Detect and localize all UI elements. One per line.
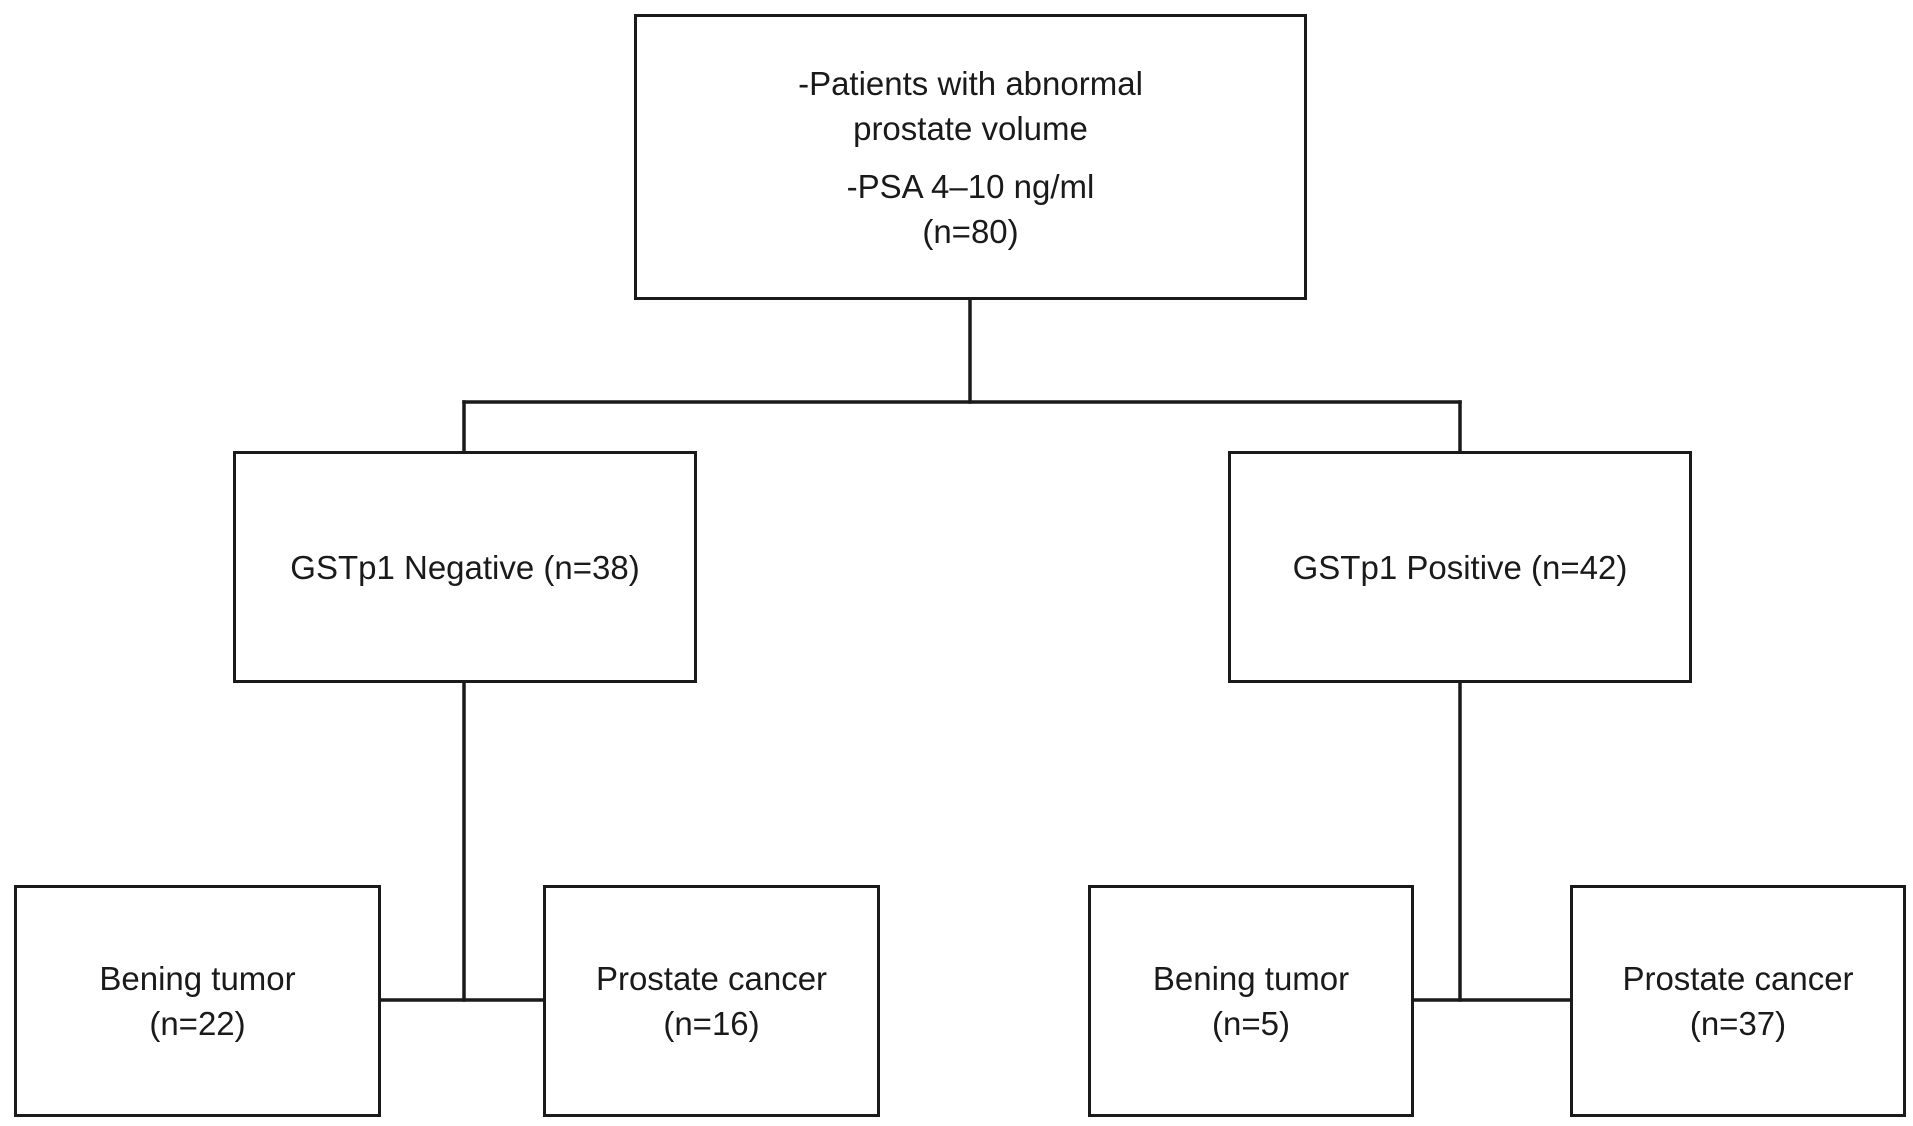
negative-benign-tumor-count: (n=22) [149, 1005, 246, 1042]
negative-benign-tumor-box: Bening tumor (n=22) [14, 885, 381, 1117]
positive-benign-tumor-count: (n=5) [1212, 1005, 1290, 1042]
positive-prostate-cancer-label: Prostate cancer [1622, 960, 1854, 997]
positive-prostate-cancer-box: Prostate cancer (n=37) [1570, 885, 1906, 1117]
patients-box: -Patients with abnormal prostate volume … [634, 14, 1307, 300]
gstp1-positive-box: GSTp1 Positive (n=42) [1228, 451, 1692, 683]
gstp1-negative-box: GSTp1 Negative (n=38) [233, 451, 697, 683]
negative-benign-tumor-label: Bening tumor [99, 960, 296, 997]
positive-benign-tumor-label: Bening tumor [1152, 960, 1350, 997]
gstp1-negative-label: GSTp1 Negative (n=38) [290, 548, 640, 586]
patients-criteria-line-1: -Patients with abnormal [798, 64, 1143, 102]
positive-benign-tumor-box: Bening tumor (n=5) [1088, 885, 1414, 1117]
patients-count: (n=80) [922, 212, 1019, 250]
gstp1-positive-label: GSTp1 Positive (n=42) [1292, 548, 1628, 586]
negative-prostate-cancer-label: Prostate cancer [595, 960, 828, 997]
positive-prostate-cancer-count: (n=37) [1689, 1005, 1787, 1042]
negative-prostate-cancer-box: Prostate cancer (n=16) [543, 885, 880, 1117]
psa-range-line: -PSA 4–10 ng/ml [846, 167, 1095, 205]
patients-criteria-line-2: prostate volume [853, 109, 1088, 147]
negative-prostate-cancer-count: (n=16) [663, 1005, 760, 1042]
